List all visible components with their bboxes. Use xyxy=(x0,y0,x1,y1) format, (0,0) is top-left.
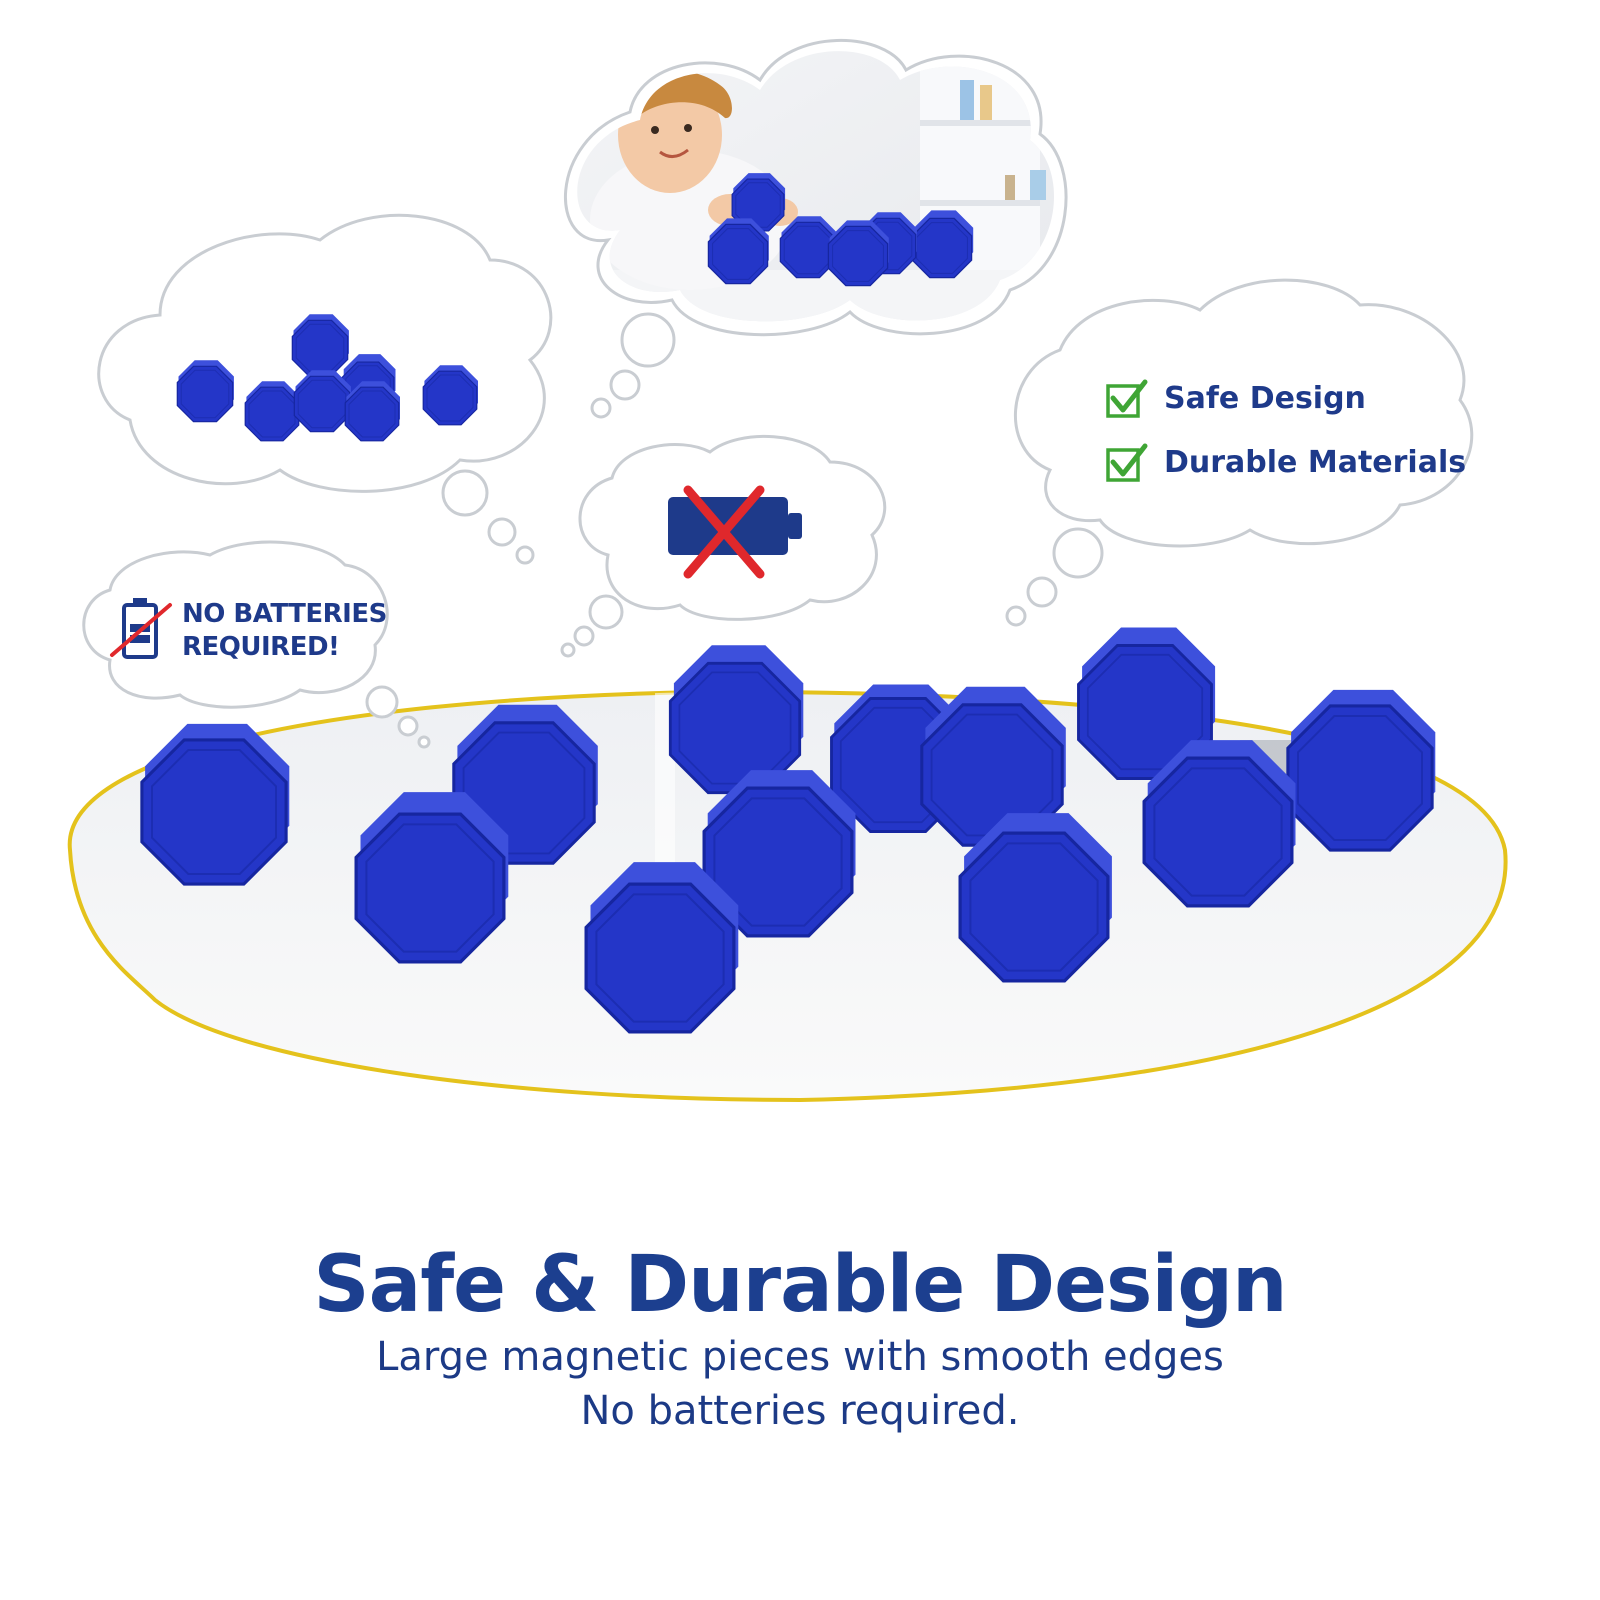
magnetic-block xyxy=(707,218,769,285)
checkbox-checked-icon xyxy=(1106,443,1148,482)
magnetic-block xyxy=(827,220,889,287)
feature-safe-design: Safe Design xyxy=(1150,381,1366,416)
magnetic-block xyxy=(1142,740,1296,908)
photo-blocks xyxy=(707,173,974,287)
magnetic-block xyxy=(920,686,1066,847)
magnetic-block xyxy=(293,370,351,433)
magnetic-block xyxy=(584,862,739,1034)
badge-bubble xyxy=(82,540,389,709)
no-batteries-badge: NO BATTERIES REQUIRED! xyxy=(112,598,392,672)
magnetic-block xyxy=(1077,627,1216,780)
badge-line-2: REQUIRED! xyxy=(182,632,340,662)
magnetic-block xyxy=(911,210,974,279)
magnetic-block xyxy=(731,173,786,232)
feature-label: Durable Materials xyxy=(1164,445,1467,480)
magnetic-block xyxy=(668,645,804,795)
subline-1: Large magnetic pieces with smooth edges xyxy=(376,1334,1224,1380)
magnetic-block xyxy=(244,381,300,442)
subline-2: No batteries required. xyxy=(580,1388,1020,1434)
magnetic-block xyxy=(344,381,400,442)
caption-block: Safe & Durable Design Large magnetic pie… xyxy=(0,1240,1600,1438)
magnetic-block xyxy=(176,360,234,423)
tray-blocks xyxy=(140,627,1436,1034)
stacked-blocks xyxy=(176,314,478,442)
magnetic-block xyxy=(354,792,509,964)
magnetic-block xyxy=(140,723,290,886)
feature-durable-materials: Durable Materials xyxy=(1150,445,1466,480)
headline: Safe & Durable Design xyxy=(313,1240,1287,1330)
magnetic-block xyxy=(291,314,349,377)
magnetic-block xyxy=(1286,689,1436,852)
magnetic-block xyxy=(422,365,478,426)
magnetic-block xyxy=(958,813,1112,983)
feature-label: Safe Design xyxy=(1164,381,1366,416)
crossed-battery-icon xyxy=(110,598,172,659)
child-playing-photo xyxy=(577,51,1054,322)
crossed-battery-icon xyxy=(668,485,802,579)
checkbox-checked-icon xyxy=(1106,379,1148,418)
magnetic-block xyxy=(779,216,837,279)
badge-line-1: NO BATTERIES xyxy=(182,599,387,629)
magnetic-block xyxy=(702,770,856,938)
